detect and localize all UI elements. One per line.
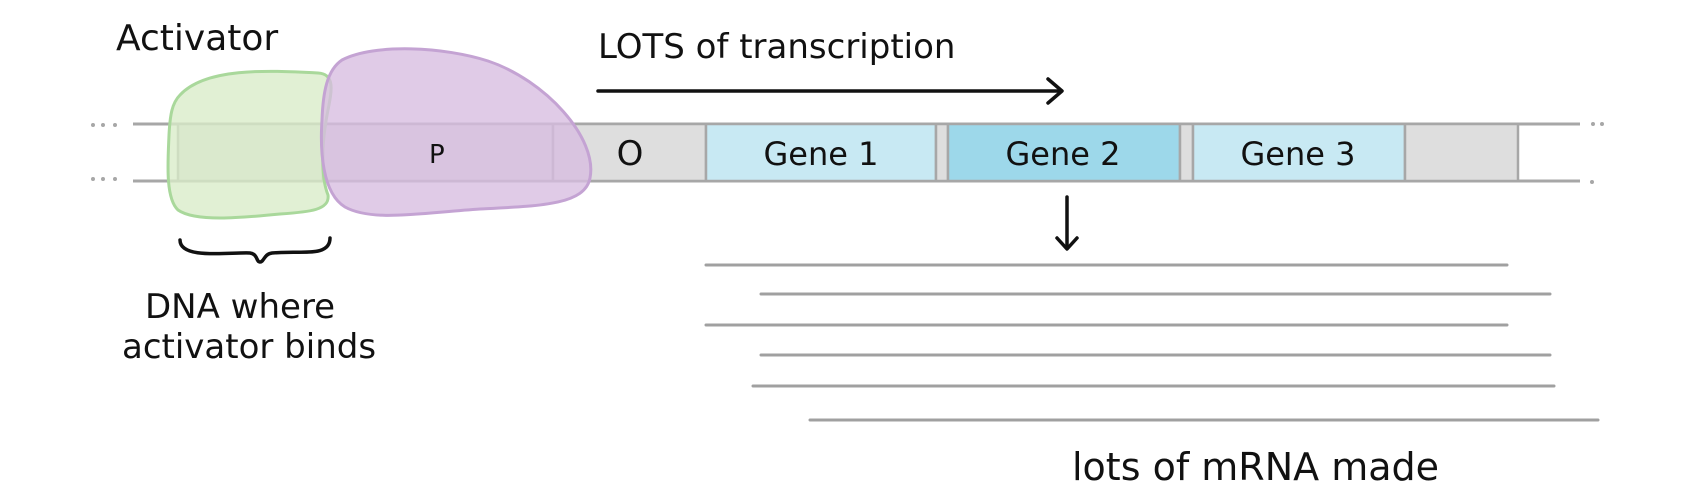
promoter-label: P bbox=[429, 140, 445, 170]
binding-site-label-line1: DNA where bbox=[145, 287, 335, 327]
gene-1-label: Gene 1 bbox=[764, 135, 879, 173]
spacer-segment-1 bbox=[934, 122, 950, 183]
dna-continuation-left bbox=[91, 123, 117, 181]
rna-polymerase bbox=[319, 47, 593, 217]
downstream-segment bbox=[1403, 122, 1520, 183]
spacer-segment-2 bbox=[1178, 122, 1195, 183]
mrna-strands bbox=[704, 263, 1600, 422]
binding-site-brace-icon bbox=[178, 236, 332, 264]
mrna-label: lots of mRNA made bbox=[1072, 445, 1439, 489]
gene-3-segment bbox=[1191, 122, 1407, 183]
dna-continuation-right bbox=[1590, 122, 1604, 184]
activator-label: Activator bbox=[116, 18, 278, 59]
down-arrow-icon bbox=[1055, 195, 1079, 251]
gene-3-label: Gene 3 bbox=[1241, 135, 1356, 173]
gene-2-label: Gene 2 bbox=[1006, 135, 1121, 173]
activator-protein bbox=[166, 69, 333, 220]
operator-label: O bbox=[617, 134, 644, 174]
binding-site-label-line2: activator binds bbox=[122, 327, 376, 367]
transcription-arrow bbox=[596, 77, 1064, 105]
transcription-label: LOTS of transcription bbox=[598, 27, 955, 67]
